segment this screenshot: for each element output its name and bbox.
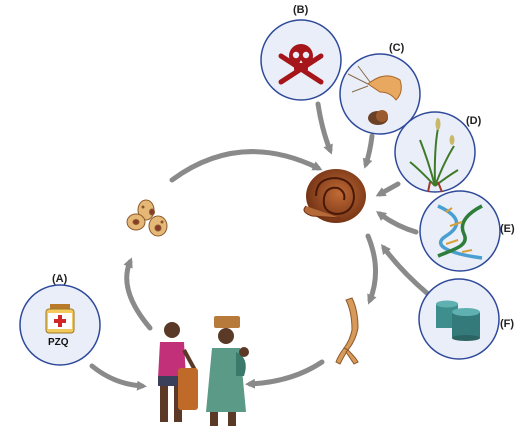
- arrow-cercaria-to-humans: [245, 359, 325, 389]
- intervention-f-circle: [418, 278, 500, 360]
- arrow-snail-to-cercaria: [365, 233, 379, 305]
- dna-icon: [437, 204, 483, 260]
- arrow-pzq-to-humans: [89, 363, 147, 391]
- label-c: (C): [389, 42, 405, 54]
- medicine-bottle-icon: [45, 304, 75, 334]
- intervention-b-circle: [260, 19, 342, 101]
- arrow-eggs-to-snail: [169, 149, 323, 183]
- label-d: (D): [466, 115, 482, 127]
- arrow-humans-to-eggs: [123, 257, 153, 331]
- humans-illustration: [158, 316, 249, 426]
- snail-host-illustration: [303, 169, 366, 223]
- water-tank-icon: [436, 300, 480, 341]
- arrow-e-to-snail: [375, 211, 419, 235]
- label-b: (B): [293, 4, 309, 16]
- arrow-c-to-snail: [362, 133, 375, 169]
- plant-icon: [409, 118, 459, 193]
- label-a: (A): [52, 273, 68, 285]
- label-e: (E): [500, 223, 515, 235]
- label-f: (F): [500, 318, 515, 330]
- parasite-eggs-illustration: [126, 199, 168, 237]
- arrow-d-to-snail: [375, 181, 401, 197]
- arrow-b-to-snail: [315, 101, 333, 155]
- intervention-e-circle: [419, 190, 501, 272]
- arrow-f-to-snail: [380, 244, 431, 297]
- skull-crossbones-icon: [278, 44, 324, 85]
- prawn-predator-icon: [347, 65, 402, 125]
- cercaria-illustration: [335, 297, 359, 365]
- lifecycle-arrows: [89, 101, 431, 391]
- intervention-c-circle: [339, 53, 421, 135]
- intervention-d-circle: [394, 111, 476, 193]
- pzq-label: PZQ: [48, 337, 69, 348]
- intervention-a-circle: [19, 284, 101, 366]
